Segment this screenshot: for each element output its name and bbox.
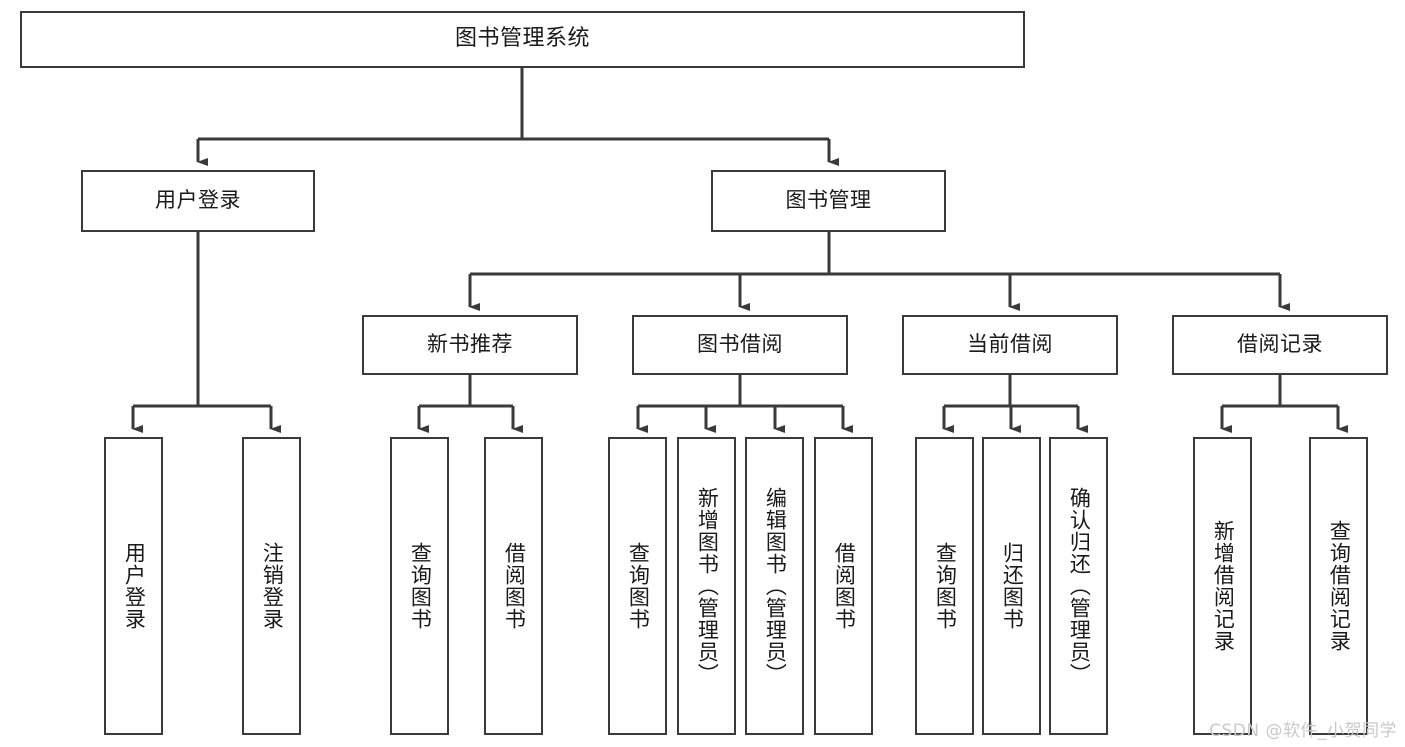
node-leaf-query-record[interactable]: 查询借阅记录: [1309, 437, 1368, 735]
node-leaf-confirm-return-label: 确认归还（管理员）: [1067, 487, 1092, 685]
node-borrow-record-label: 借阅记录: [1237, 332, 1323, 357]
node-leaf-edit-book-label: 编辑图书（管理员）: [763, 487, 788, 685]
node-leaf-logout[interactable]: 注销登录: [242, 437, 301, 735]
node-leaf-query-book-2[interactable]: 查询图书: [608, 437, 667, 735]
node-leaf-borrow-book-1[interactable]: 借阅图书: [484, 437, 543, 735]
node-leaf-borrow-book-1-label: 借阅图书: [502, 542, 527, 630]
node-leaf-query-book-1-label: 查询图书: [408, 542, 433, 630]
node-leaf-add-book-label: 新增图书（管理员）: [695, 487, 720, 685]
node-leaf-add-record[interactable]: 新增借阅记录: [1193, 437, 1252, 735]
node-new-book-rec[interactable]: 新书推荐: [362, 315, 578, 375]
node-leaf-query-book-3[interactable]: 查询图书: [915, 437, 974, 735]
node-current-borrow[interactable]: 当前借阅: [902, 315, 1118, 375]
node-leaf-add-record-label: 新增借阅记录: [1211, 520, 1236, 652]
node-leaf-borrow-book-2[interactable]: 借阅图书: [814, 437, 873, 735]
node-book-borrow[interactable]: 图书借阅: [632, 315, 848, 375]
node-leaf-query-record-label: 查询借阅记录: [1327, 520, 1352, 652]
node-leaf-logout-label: 注销登录: [260, 542, 285, 630]
node-user-login[interactable]: 用户登录: [81, 170, 315, 232]
watermark: CSDN @软件_小贺同学: [1209, 721, 1397, 741]
node-leaf-return-book-label: 归还图书: [1000, 542, 1025, 630]
node-leaf-borrow-book-2-label: 借阅图书: [832, 542, 857, 630]
node-leaf-query-book-3-label: 查询图书: [933, 542, 958, 630]
node-leaf-query-book-1[interactable]: 查询图书: [390, 437, 449, 735]
node-book-manage[interactable]: 图书管理: [711, 170, 946, 232]
node-book-borrow-label: 图书借阅: [697, 332, 783, 357]
node-leaf-edit-book[interactable]: 编辑图书（管理员）: [745, 437, 804, 735]
node-borrow-record[interactable]: 借阅记录: [1172, 315, 1388, 375]
node-new-book-rec-label: 新书推荐: [427, 332, 513, 357]
node-leaf-return-book[interactable]: 归还图书: [982, 437, 1041, 735]
node-current-borrow-label: 当前借阅: [967, 332, 1053, 357]
node-root[interactable]: 图书管理系统: [20, 11, 1025, 68]
node-user-login-label: 用户登录: [155, 188, 241, 213]
node-book-manage-label: 图书管理: [785, 188, 872, 213]
node-leaf-add-book[interactable]: 新增图书（管理员）: [677, 437, 736, 735]
node-leaf-user-login-label: 用户登录: [122, 542, 147, 630]
node-leaf-query-book-2-label: 查询图书: [626, 542, 651, 630]
node-leaf-user-login[interactable]: 用户登录: [104, 437, 163, 735]
node-leaf-confirm-return[interactable]: 确认归还（管理员）: [1049, 437, 1108, 735]
node-root-label: 图书管理系统: [454, 26, 590, 52]
